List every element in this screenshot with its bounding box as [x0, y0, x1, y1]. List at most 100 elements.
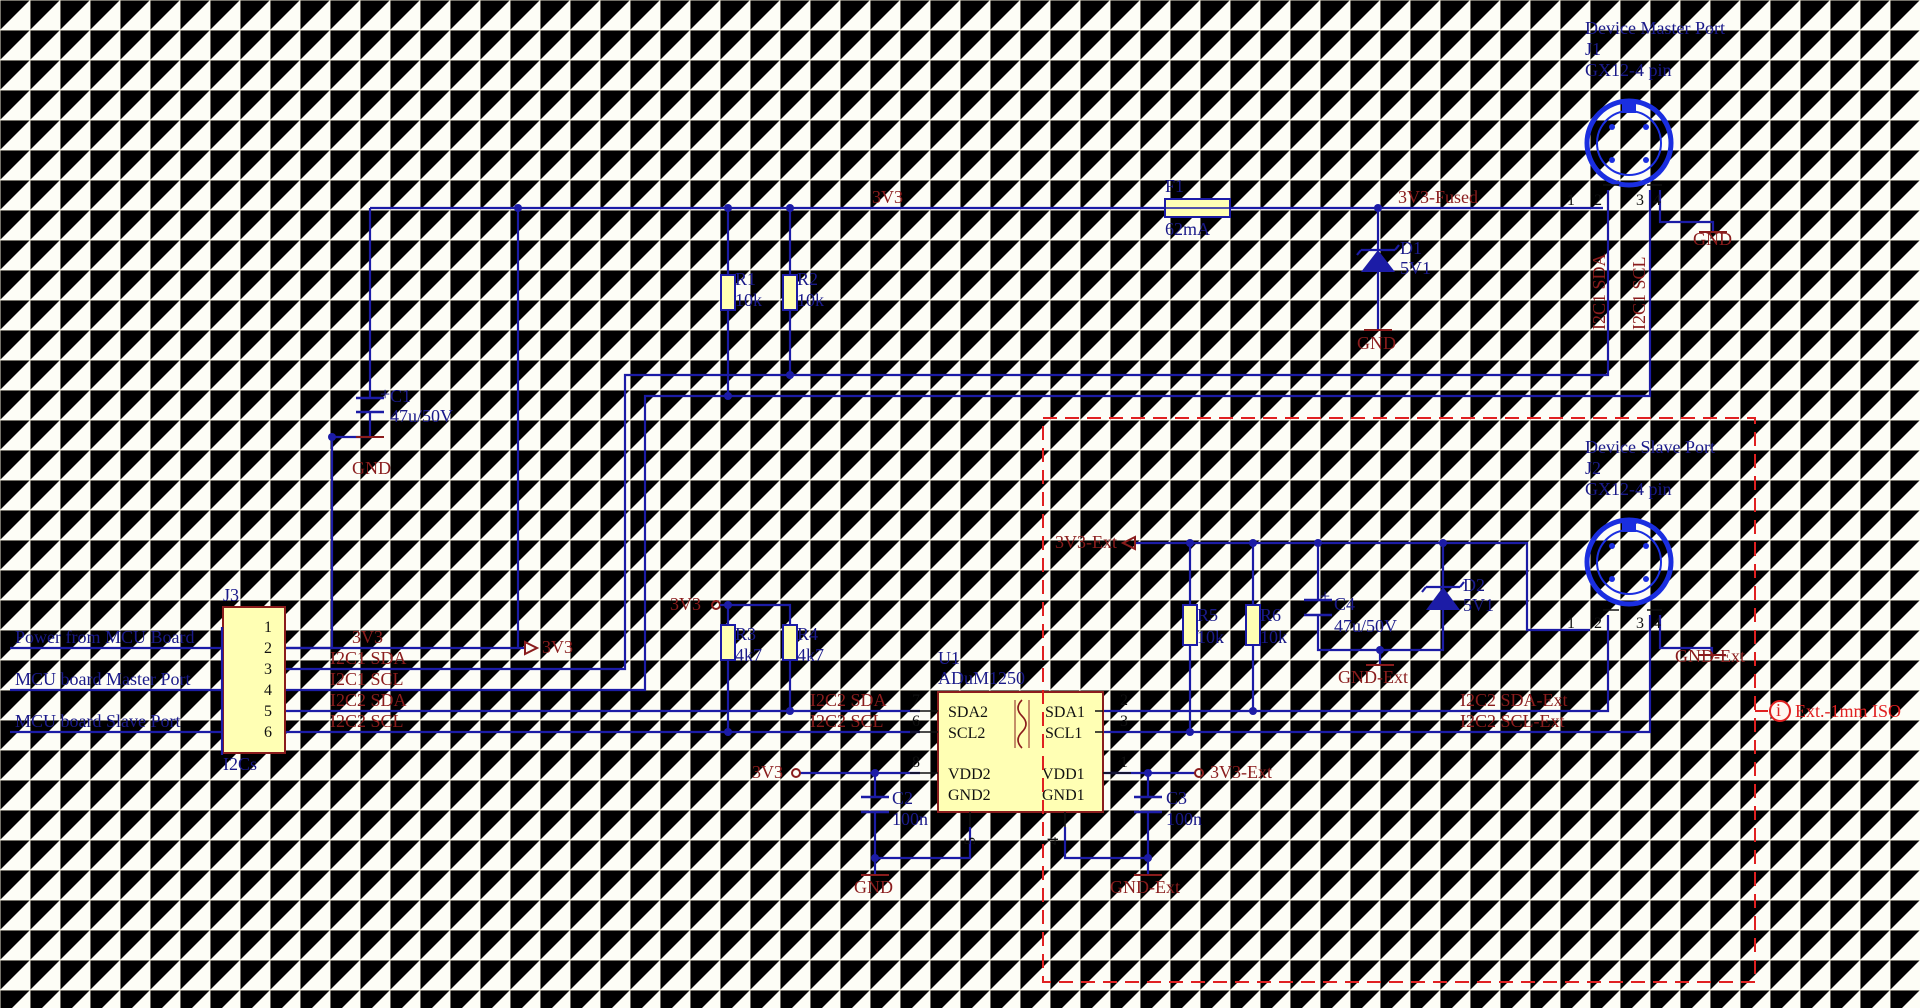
j3-pin-4: 4: [264, 682, 272, 699]
r6-ref: R6: [1260, 605, 1281, 625]
net-3v3-ext-vdd1: 3V3-Ext: [1210, 762, 1272, 782]
u1-pin-scl2: SCL2: [948, 725, 985, 742]
j2-title: Device Slave Port: [1585, 437, 1715, 457]
u1-num-7: 7: [912, 692, 920, 709]
j2-pin-2: 2: [1594, 615, 1602, 632]
u1-gnd-label: GND: [854, 877, 893, 897]
j2-pin-3: 3: [1636, 615, 1644, 632]
c4-ref: C4: [1334, 594, 1355, 614]
j3-pin-2: 2: [264, 640, 272, 657]
u1-pin-gnd2: GND2: [948, 787, 991, 804]
net-3v3-fused: 3V3-Fused: [1398, 187, 1478, 207]
resistor-r1[interactable]: R1 10k: [720, 269, 762, 311]
net-i2c2-scl: I2C2 SCL: [330, 711, 404, 731]
capacitor-c3[interactable]: C3 100n: [1134, 788, 1202, 829]
resistor-r2[interactable]: R2 10k: [782, 269, 824, 311]
j3-label-power: Power from MCU Board: [15, 627, 194, 647]
resistor-r4[interactable]: R4 4k7: [782, 624, 824, 665]
isolation-region: [1042, 417, 1756, 983]
c2-ref: C2: [892, 788, 913, 808]
j3-body: [222, 606, 286, 754]
wires: [285, 190, 1715, 875]
c4-gnd-ext-label: GND-Ext: [1338, 667, 1408, 687]
r3-value: 4k7: [735, 645, 762, 665]
zener-d2[interactable]: D2 5V1: [1421, 575, 1494, 615]
c1-ref: C1: [390, 386, 411, 406]
svg-text:+: +: [380, 384, 390, 404]
info-icon: [1769, 700, 1791, 722]
j2-gnd-ext-label: GND-Ext: [1675, 646, 1745, 666]
connector-j1[interactable]: Device Master Port J1 GX12-4 pin 1 2 3 4: [1567, 18, 1725, 209]
d1-ref: D1: [1400, 238, 1422, 258]
u1-net-i2c2-sda: I2C2 SDA: [810, 690, 887, 710]
j1-title: Device Master Port: [1585, 18, 1725, 38]
net-3v3-r3: 3V3: [670, 594, 701, 614]
net-i2c2-sda: I2C2 SDA: [330, 690, 407, 710]
net-3v3-top: 3V3: [872, 187, 903, 207]
c2-value: 100n: [892, 809, 928, 829]
gnd-symbol: GND: [352, 436, 391, 478]
u1-net-i2c2-scl: I2C2 SCL: [810, 711, 884, 731]
u1-value: ADuM1250: [938, 668, 1025, 688]
c4-value: 47u/50V: [1334, 616, 1397, 636]
j1-pin-1: 1: [1567, 192, 1575, 209]
j1-gnd-label: GND: [1693, 229, 1732, 249]
isolation-annotation[interactable]: i Ext.-1mm ISO: [1755, 700, 1901, 722]
j1-net-i2c1-sda: I2C1 SDA: [1589, 253, 1609, 330]
junctions: [328, 204, 1447, 862]
c1-value: 47u/50V: [390, 406, 453, 426]
j3-value: I2Cs: [223, 754, 257, 774]
r1-ref: R1: [735, 269, 756, 289]
u1-num-6: 6: [912, 713, 920, 730]
r4-ref: R4: [797, 624, 818, 644]
power-port-icon: [1194, 768, 1204, 778]
net-3v3-ext-port: 3V3-Ext: [1055, 532, 1117, 552]
net-3v3-vdd2: 3V3: [752, 762, 783, 782]
j1-value: GX12-4 pin: [1585, 60, 1672, 80]
capacitor-c4[interactable]: + C4 47u/50V: [1304, 586, 1397, 636]
resistor-r5[interactable]: R5 10k: [1182, 604, 1224, 647]
u1-pin-gnd1: GND1: [1042, 787, 1085, 804]
f1-value: 62mA: [1165, 219, 1210, 239]
connector-j3[interactable]: J3 I2Cs 1 2 3 4 5 6: [10, 585, 286, 774]
net-3v3-j3: 3V3: [352, 627, 383, 647]
j3-pin-1: 1: [264, 619, 272, 636]
power-port-icon: [791, 768, 801, 778]
j1-pin-2: 2: [1594, 192, 1602, 209]
u1-num-5: 5: [962, 837, 979, 845]
resistor-r6[interactable]: R6 10k: [1245, 604, 1287, 647]
d2-ref: D2: [1463, 575, 1485, 595]
j3-ref: J3: [223, 585, 239, 605]
u1-num-3: 3: [1120, 713, 1128, 730]
f1-ref: F1: [1165, 176, 1184, 196]
j2-pin-4: 4: [1653, 615, 1661, 632]
j2-pin-1: 1: [1567, 615, 1575, 632]
fuse-f1[interactable]: F1 62mA: [1164, 176, 1231, 239]
c3-value: 100n: [1166, 809, 1202, 829]
isolator-u1[interactable]: U1 ADuM1250 SDA2 SCL2 VDD2 GND2 SDA1 SCL…: [910, 648, 1131, 845]
r5-ref: R5: [1197, 605, 1218, 625]
capacitor-c2[interactable]: C2 100n: [861, 788, 928, 829]
j3-pin-3: 3: [264, 661, 272, 678]
u1-gnd-ext-label: GND-Ext: [1110, 877, 1180, 897]
info-icon-glyph: i: [1776, 700, 1781, 720]
r4-value: 4k7: [797, 645, 824, 665]
zener-d1[interactable]: D1 5V1: [1356, 238, 1431, 278]
connector-j2[interactable]: Device Slave Port J2 GX12-4 pin 1 2 3 4: [1567, 437, 1715, 632]
net-3v3-port: 3V3: [542, 637, 573, 657]
c1-gnd-label: GND: [352, 458, 391, 478]
j2-ref: J2: [1585, 458, 1601, 478]
d2-value: 5V1: [1463, 595, 1494, 615]
j3-label-master: MCU board Master Port: [15, 669, 190, 689]
isolation-label: Ext.-1mm ISO: [1795, 701, 1901, 721]
r1-value: 10k: [735, 290, 762, 310]
j2-value: GX12-4 pin: [1585, 479, 1672, 499]
u1-ref: U1: [938, 648, 960, 668]
u1-num-8: 8: [912, 754, 920, 771]
net-i2c2-sda-ext: I2C2 SDA-Ext: [1460, 690, 1568, 710]
capacitor-c1[interactable]: + C1 47u/50V: [356, 384, 453, 426]
resistor-r3[interactable]: R3 4k7: [720, 624, 762, 665]
d1-gnd-label: GND: [1357, 333, 1396, 353]
